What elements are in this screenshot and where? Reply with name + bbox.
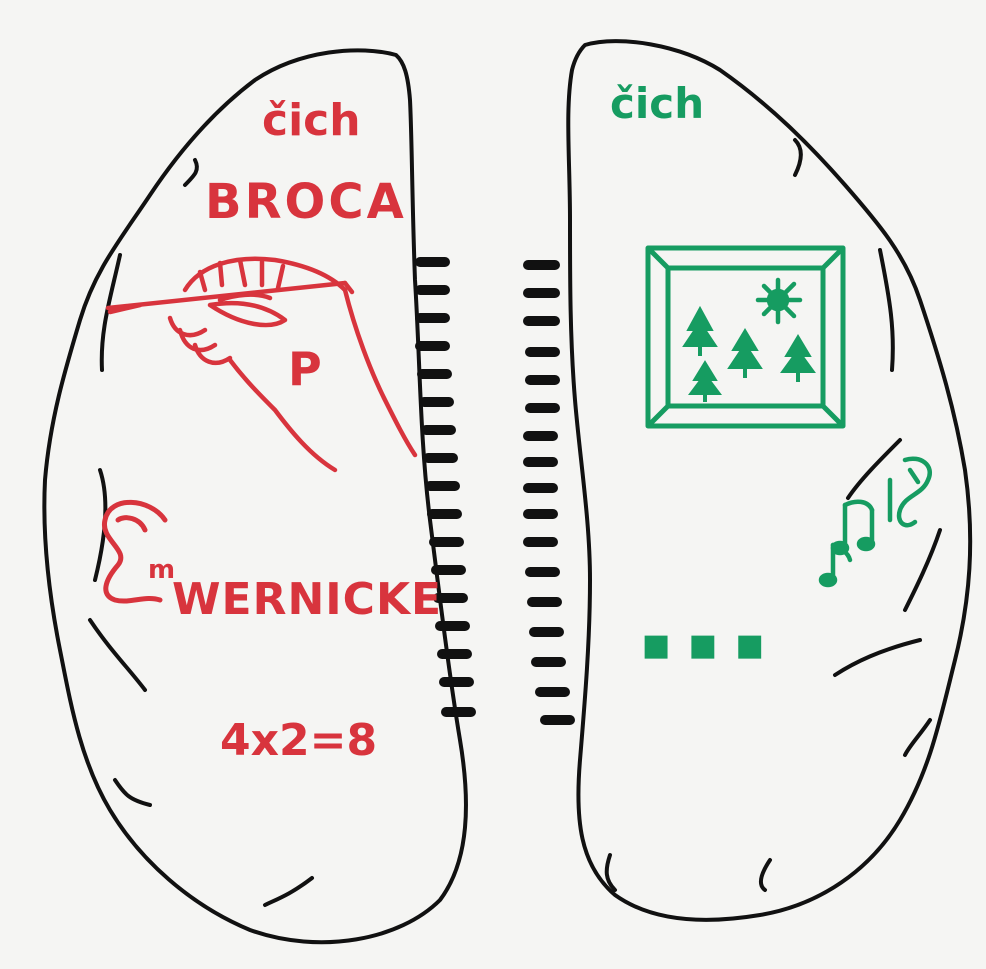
broca-label: BROCA: [205, 174, 407, 230]
wernicke-label: WERNICKE: [172, 574, 442, 625]
sun-icon: [758, 280, 800, 322]
writing-letter: P: [288, 342, 322, 396]
left-smell-label: čich: [262, 95, 361, 146]
right-ellipsis: ■ ■ ■: [642, 628, 768, 663]
right-smell-label: čich: [610, 79, 704, 128]
math-label: 4x2=8: [220, 715, 377, 766]
